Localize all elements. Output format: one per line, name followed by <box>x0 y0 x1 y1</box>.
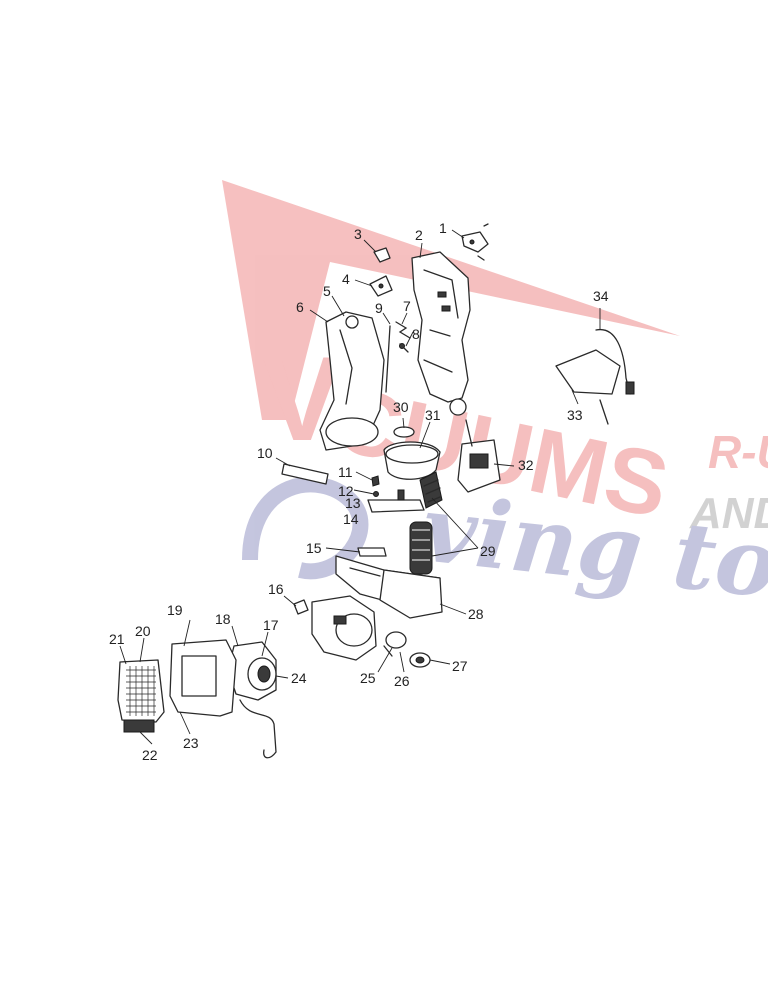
callout-2: 2 <box>415 227 423 243</box>
callout-34: 34 <box>593 288 609 304</box>
leader-lines <box>119 229 601 745</box>
callout-30: 30 <box>393 399 409 415</box>
part-motor-housing <box>311 595 377 661</box>
callout-3: 3 <box>354 226 362 242</box>
part-30-cap <box>393 426 415 438</box>
callout-29: 29 <box>480 543 496 559</box>
parts-group <box>117 223 635 759</box>
callout-32: 32 <box>518 457 534 473</box>
part-20-21-22-grille <box>117 659 165 733</box>
part-32-switch-assembly <box>457 419 501 493</box>
part-27-knob <box>409 652 431 668</box>
part-15-clip <box>357 547 387 557</box>
callout-8: 8 <box>412 326 420 342</box>
part-19-frame <box>169 639 237 717</box>
part-8-screw <box>399 343 409 353</box>
callout-7: 7 <box>403 298 411 314</box>
callout-22: 22 <box>142 747 158 763</box>
callout-19: 19 <box>167 602 183 618</box>
part-16-screw <box>293 599 309 615</box>
grille-pattern <box>126 666 156 716</box>
callout-10: 10 <box>257 445 273 461</box>
callout-14: 14 <box>343 511 359 527</box>
callout-17: 17 <box>263 617 279 633</box>
part-31-bowl <box>383 441 441 480</box>
watermark-tag-top: R-U <box>708 426 768 478</box>
part-34-cord <box>595 329 635 395</box>
callout-21: 21 <box>109 631 125 647</box>
callout-16: 16 <box>268 581 284 597</box>
callout-33: 33 <box>567 407 583 423</box>
part-14-bracket <box>367 489 425 513</box>
watermark-tag-bottom: AND <box>689 489 768 538</box>
part-5-6-handle-left <box>319 311 385 451</box>
part-7-spring <box>395 321 411 339</box>
part-25-26-ring <box>383 631 407 657</box>
callout-1: 1 <box>439 220 447 236</box>
part-1-clip <box>461 223 489 261</box>
callout-4: 4 <box>342 271 350 287</box>
callout-24: 24 <box>291 670 307 686</box>
part-29-filter-lower <box>409 521 433 575</box>
callout-labels: 1 2 3 4 5 6 7 8 9 10 11 12 13 14 15 16 1… <box>109 220 609 763</box>
callout-11: 11 <box>338 464 353 480</box>
callout-6: 6 <box>296 299 304 315</box>
part-9-rod <box>385 325 391 393</box>
callout-18: 18 <box>215 611 231 627</box>
part-29-filter-upper <box>419 471 443 509</box>
callout-27: 27 <box>452 658 468 674</box>
callout-20: 20 <box>135 623 151 639</box>
part-28-base <box>335 555 443 619</box>
callout-12: 12 <box>338 483 354 499</box>
callout-5: 5 <box>323 283 331 299</box>
callout-25: 25 <box>360 670 376 686</box>
part-2-handle-upper <box>411 251 471 416</box>
callout-23: 23 <box>183 735 199 751</box>
callout-9: 9 <box>375 300 383 316</box>
part-11-13-fasteners <box>371 475 380 497</box>
callout-15: 15 <box>306 540 322 556</box>
part-4-switch <box>369 275 393 297</box>
watermark-chevron <box>222 180 680 420</box>
callout-28: 28 <box>468 606 484 622</box>
callout-13: 13 <box>345 495 361 511</box>
part-33-cover <box>555 349 621 425</box>
part-3-latch <box>373 247 391 263</box>
part-10-strip <box>281 463 329 485</box>
callout-26: 26 <box>394 673 410 689</box>
callout-31: 31 <box>425 407 441 423</box>
